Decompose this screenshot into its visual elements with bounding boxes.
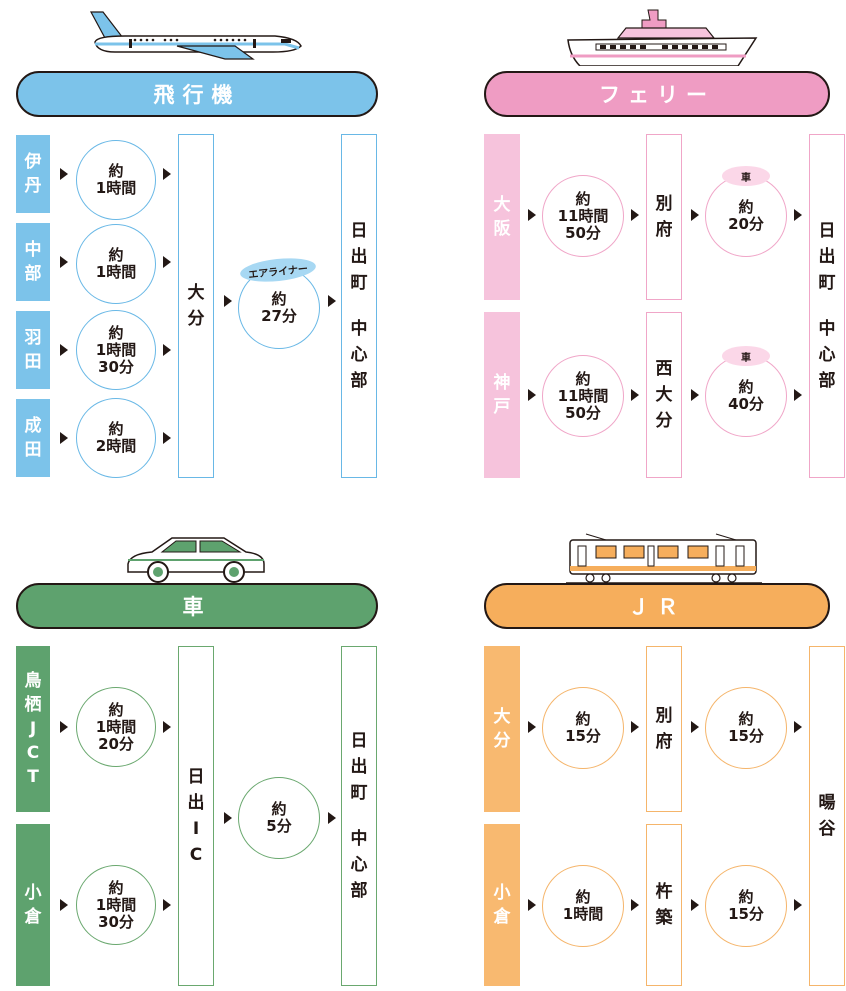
origin-itami: 伊 丹 [16,135,50,213]
origin-osaka: 大阪 [484,134,520,300]
arrow-icon [691,899,699,911]
airplane-icon [89,11,302,60]
arrow-icon [528,209,536,221]
origin-char: 伊 [24,152,42,172]
arrow-icon [60,899,68,911]
ferry-title: フェリー [484,71,830,117]
arrow-icon [691,209,699,221]
train-icon [566,533,762,584]
arrow-icon [163,432,171,444]
arrow-icon [794,389,802,401]
origin-kokura: 小倉 [16,824,50,986]
arrow-icon [691,389,699,401]
car-title: 車 [16,583,378,629]
arrow-icon [60,168,68,180]
arrow-icon [60,432,68,444]
origin-char: 羽 [24,328,42,348]
arrow-icon [224,812,232,824]
dest-hijimachi-center: 日出町 中心部 [341,646,377,986]
arrow-icon [528,721,536,733]
car-tag: 車 [722,166,770,186]
ferry-ship-icon [567,9,758,66]
arrow-icon [528,899,536,911]
arrow-icon [224,295,232,307]
origin-kokura: 小倉 [484,824,520,986]
arrow-icon [631,721,639,733]
origin-narita: 成 田 [16,399,50,477]
arrow-icon [163,899,171,911]
arrow-icon [631,209,639,221]
arrow-icon [163,168,171,180]
origin-char: 中 [24,240,42,260]
arrow-icon [328,812,336,824]
arrow-icon [60,344,68,356]
origin-char: 田 [24,352,42,372]
arrow-icon [794,209,802,221]
jr-title: ＪＲ [484,583,830,629]
origin-char: 部 [24,264,42,284]
origin-haneda: 羽 田 [16,311,50,389]
arrow-icon [60,256,68,268]
station-kitsuki: 杵築 [646,824,682,986]
dest-hijimachi-center: 日出町 中心部 [341,134,377,478]
hub-oita: 大分 [178,134,214,478]
origin-char: 成 [24,416,42,436]
dest-yoke: 暘谷 [809,646,845,986]
arrow-icon [163,721,171,733]
arrow-icon [60,721,68,733]
arrow-icon [163,256,171,268]
arrow-icon [328,295,336,307]
dest-hijimachi-center: 日出町 中心部 [809,134,845,478]
car-icon [127,537,265,583]
plane-title: 飛行機 [16,71,378,117]
origin-chubu: 中 部 [16,223,50,301]
car-tag: 車 [722,346,770,366]
arrow-icon [794,899,802,911]
arrow-icon [631,389,639,401]
arrow-icon [691,721,699,733]
origin-kobe: 神戸 [484,312,520,478]
arrow-icon [631,899,639,911]
origin-char: 田 [24,440,42,460]
origin-oita: 大分 [484,646,520,812]
arrow-icon [163,344,171,356]
port-beppu: 別府 [646,134,682,300]
arrow-icon [528,389,536,401]
station-beppu: 別府 [646,646,682,812]
arrow-icon [794,721,802,733]
port-nishi-oita: 西大分 [646,312,682,478]
origin-char: 丹 [24,176,42,196]
